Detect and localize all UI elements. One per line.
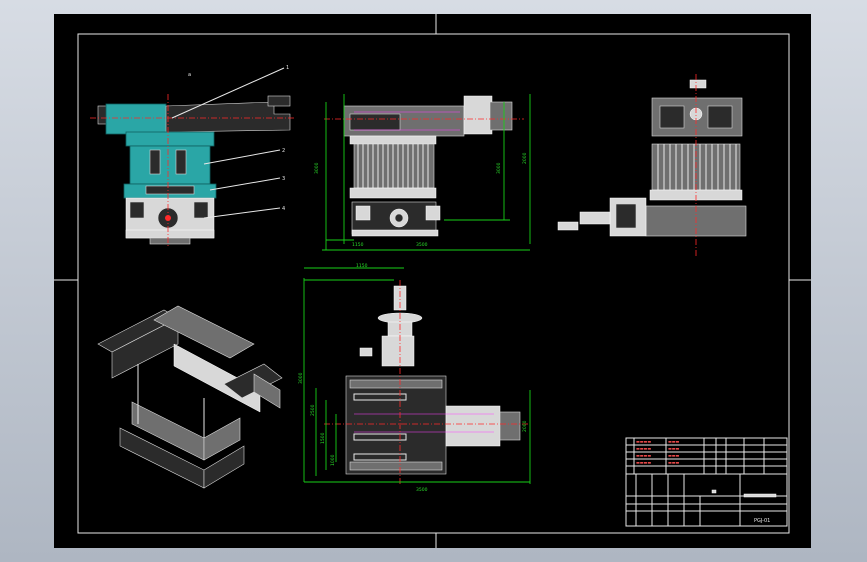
dim-plan-left-a: 2500: [310, 404, 316, 416]
section-view: a 1 2 3 4: [90, 65, 296, 248]
dim-plan-height: 3000: [298, 372, 304, 384]
centering-marks: [54, 14, 811, 548]
dim-plan-left-c: 1000: [330, 454, 336, 466]
svg-text:▬▬▬▬: ▬▬▬▬: [636, 460, 651, 465]
leader-label-4: 4: [282, 206, 285, 212]
side-view: [557, 74, 747, 256]
cooling-fins: [353, 143, 435, 189]
dim-plan-left-b: 1500: [320, 432, 326, 444]
plan-view: 1150 3500 3000 2500 1500 1000 2000: [298, 263, 531, 493]
drawing-canvas: a 1 2 3 4: [54, 14, 811, 548]
svg-text:▬▬▬: ▬▬▬: [668, 453, 680, 458]
leader-label-2: 2: [282, 148, 285, 154]
title-block: ▬▬▬▬▬▬▬ ▬▬▬▬▬▬▬ ▬▬▬▬▬▬▬ ▬▬▬▬▬▬▬ PGJ-01: [625, 437, 788, 527]
dim-front-height-mid: 3000: [496, 162, 502, 174]
svg-text:▬▬▬: ▬▬▬: [668, 439, 680, 444]
border-frame: [77, 33, 790, 534]
svg-text:▬▬▬: ▬▬▬: [668, 460, 680, 465]
svg-text:a: a: [188, 72, 191, 78]
svg-text:▬▬▬▬: ▬▬▬▬: [636, 453, 651, 458]
front-view: 1150 3500 3000 3000 2000: [314, 94, 531, 251]
dim-front-left: 1150: [352, 242, 364, 248]
drawing-sheet: a 1 2 3 4: [54, 14, 811, 548]
leader-label-3: 3: [282, 176, 285, 182]
dim-plan-width: 3500: [416, 487, 428, 493]
svg-text:▬▬▬: ▬▬▬: [668, 446, 680, 451]
drawing-number: PGJ-01: [754, 518, 770, 524]
dim-front-height-left: 3000: [314, 162, 320, 174]
isometric-view: [97, 305, 283, 489]
leader-label-1: 1: [286, 65, 289, 71]
svg-text:▬▬▬▬: ▬▬▬▬: [636, 439, 651, 444]
dim-front-width: 3500: [416, 242, 428, 248]
svg-text:▬▬▬▬: ▬▬▬▬: [636, 446, 651, 451]
dim-front-height-right: 2000: [522, 152, 528, 164]
dim-plan-right: 2000: [522, 420, 528, 432]
dim-plan-top: 1150: [356, 263, 368, 269]
